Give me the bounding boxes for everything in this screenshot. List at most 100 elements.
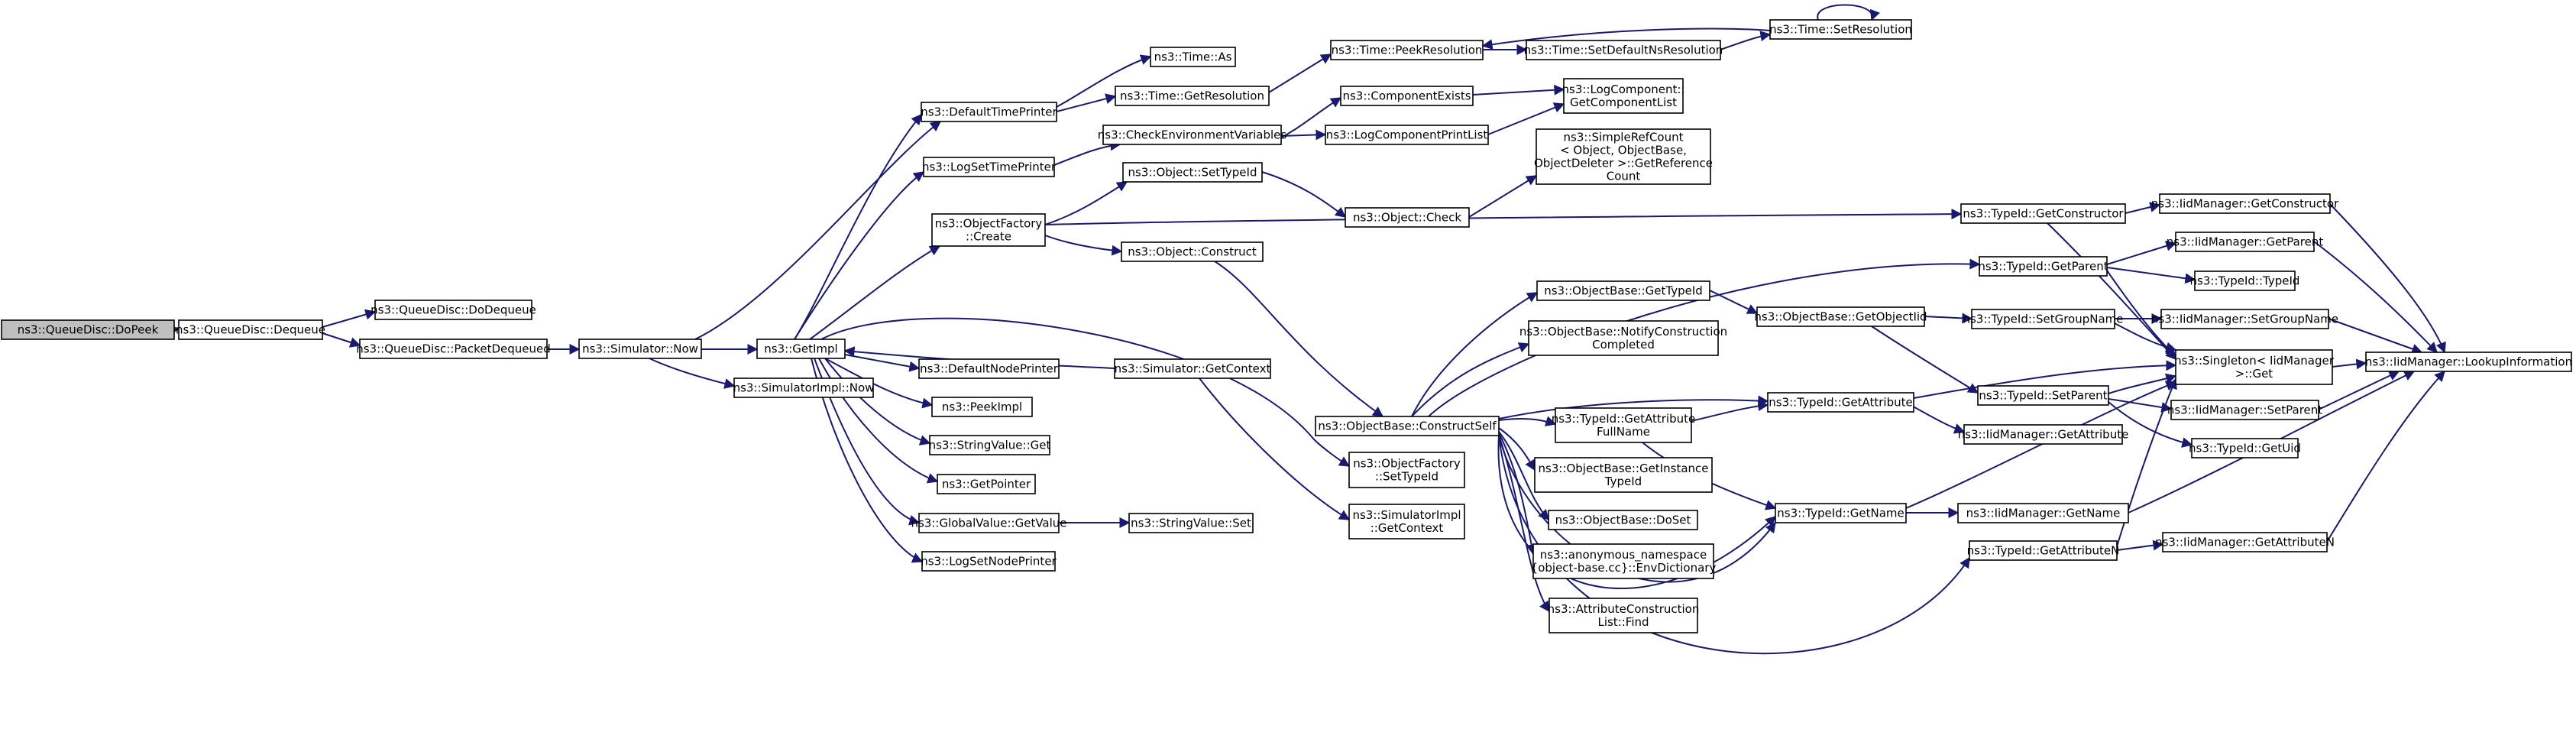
- function-node-iidgetattr[interactable]: ns3::IidManager::GetAttribute: [1958, 424, 2129, 445]
- node-box: [1348, 452, 1465, 488]
- function-node-tidsetparent[interactable]: ns3::TypeId::SetParent: [1977, 385, 2109, 406]
- call-edge: [1487, 102, 1565, 135]
- node-label: ns3::Simulator::GetContext: [1115, 362, 1271, 376]
- function-node-checkenv[interactable]: ns3::CheckEnvironmentVariables: [1098, 125, 1287, 145]
- node-label: ns3::ObjectBase::DoSet: [1555, 514, 1691, 527]
- function-node-tidgetctor[interactable]: ns3::TypeId::GetConstructor: [1960, 203, 2126, 224]
- function-node-tidgetattr[interactable]: ns3::TypeId::GetAttribute: [1767, 392, 1914, 413]
- node-label: >::Get: [2235, 367, 2273, 381]
- call-edge: [1498, 416, 1557, 426]
- function-node-obdoset[interactable]: ns3::ObjectBase::DoSet: [1548, 510, 1698, 530]
- call-edge: [2318, 371, 2400, 410]
- node-label: ns3::LogComponent::: [1562, 83, 1685, 96]
- call-edge: [1056, 93, 1117, 112]
- function-node-simimplnow[interactable]: ns3::SimulatorImpl::Now: [733, 377, 875, 398]
- function-node-timepeekres[interactable]: ns3::Time::PeekResolution: [1330, 40, 1484, 60]
- call-edge: [824, 358, 934, 409]
- function-node-dequeue[interactable]: ns3::QueueDisc::Dequeue: [176, 319, 325, 340]
- function-node-logcompgetlist[interactable]: ns3::LogComponent::GetComponentList: [1562, 78, 1685, 114]
- function-node-anonenv[interactable]: ns3::anonymous_namespace{object-base.cc}…: [1531, 543, 1717, 579]
- function-node-dopeek[interactable]: ns3::QueueDisc::DoPeek: [1, 319, 175, 340]
- function-node-objcheck[interactable]: ns3::Object::Check: [1345, 207, 1470, 228]
- function-node-objconstruct[interactable]: ns3::Object::Construct: [1121, 241, 1264, 262]
- function-node-timeas[interactable]: ns3::Time::As: [1150, 47, 1236, 67]
- call-edge: [2125, 202, 2161, 214]
- node-box: [1102, 125, 1282, 145]
- function-node-timegetres[interactable]: ns3::Time::GetResolution: [1115, 86, 1270, 106]
- function-node-setdefaultns[interactable]: ns3::Time::SetDefaultNsResolution: [1524, 40, 1723, 60]
- node-label: ns3::Object::Construct: [1128, 245, 1257, 259]
- function-node-simnow[interactable]: ns3::Simulator::Now: [578, 339, 702, 359]
- node-label: ns3::ObjectBase::NotifyConstruction: [1519, 325, 1727, 339]
- node-box: [1536, 280, 1710, 301]
- function-node-ofsettypeid[interactable]: ns3::ObjectFactory::SetTypeId: [1348, 452, 1465, 488]
- function-node-logcompprintlist[interactable]: ns3::LogComponentPrintList: [1325, 125, 1489, 145]
- function-node-tidgetparent[interactable]: ns3::TypeId::GetParent: [1978, 256, 2108, 277]
- function-node-stringvalueset[interactable]: ns3::StringValue::Set: [1128, 513, 1254, 533]
- call-edge: [794, 171, 925, 340]
- function-node-logsettimeprinter[interactable]: ns3::LogSetTimePrinter: [922, 157, 1057, 177]
- function-node-tidgetattrn[interactable]: ns3::TypeId::GetAttributeN: [1967, 540, 2120, 561]
- node-box: [2191, 438, 2299, 458]
- function-node-tidgetuid[interactable]: ns3::TypeId::GetUid: [2189, 438, 2301, 458]
- node-label: ns3::IidManager::LookupInformation: [2365, 355, 2572, 369]
- function-node-obnotify[interactable]: ns3::ObjectBase::NotifyConstructionCompl…: [1519, 320, 1727, 356]
- call-edge: [1044, 209, 1963, 225]
- function-node-simplerefcount[interactable]: ns3::SimpleRefCount< Object, ObjectBase,…: [1534, 128, 1713, 185]
- function-node-iidsetparent[interactable]: ns3::IidManager::SetParent: [2167, 400, 2322, 420]
- function-node-iidgetparent[interactable]: ns3::IidManager::GetParent: [2167, 232, 2324, 252]
- node-label: ::SetTypeId: [1375, 470, 1438, 484]
- call-edge: [1261, 171, 1347, 218]
- function-node-obgettypeid[interactable]: ns3::ObjectBase::GetTypeId: [1536, 280, 1710, 301]
- node-box: [937, 474, 1036, 494]
- function-node-singleton[interactable]: ns3::Singleton< IidManager>::Get: [2174, 349, 2335, 385]
- node-box: [923, 157, 1055, 177]
- function-node-obcs[interactable]: ns3::ObjectBase::ConstructSelf: [1315, 416, 1500, 436]
- function-node-obgetobjtid[interactable]: ns3::ObjectBase::GetObjectIid: [1754, 306, 1927, 327]
- function-node-globalvalueget[interactable]: ns3::GlobalValue::GetValue: [911, 513, 1067, 533]
- function-node-iidgetname[interactable]: ns3::IidManager::GetName: [1957, 503, 2129, 523]
- function-node-simimplgetctx[interactable]: ns3::SimulatorImpl::GetContext: [1348, 504, 1465, 539]
- function-node-peekimpl[interactable]: ns3::PeekImpl: [931, 397, 1033, 417]
- function-node-defaultnodeprinter[interactable]: ns3::DefaultNodePrinter: [918, 358, 1060, 379]
- node-box: [1548, 510, 1698, 530]
- call-edge: [1498, 427, 1536, 471]
- function-node-tidsetgroup[interactable]: ns3::TypeId::SetGroupName: [1963, 309, 2124, 329]
- function-node-tidtypeid[interactable]: ns3::TypeId::TypeId: [2190, 271, 2300, 291]
- node-label: ns3::SimpleRefCount: [1564, 131, 1684, 144]
- function-node-iidsetgroup[interactable]: ns3::IidManager::SetGroupName: [2151, 309, 2338, 329]
- node-label: Count: [1607, 170, 1641, 183]
- function-node-stringvalueget[interactable]: ns3::StringValue::Get: [929, 435, 1051, 455]
- function-node-ofcreate[interactable]: ns3::ObjectFactory::Create: [931, 213, 1046, 247]
- node-box: [1128, 513, 1254, 533]
- node-box: [1563, 78, 1684, 114]
- node-box: [1977, 385, 2109, 406]
- node-label: ns3::ComponentExists: [1342, 89, 1471, 103]
- node-box: [918, 358, 1060, 379]
- function-node-iidgetctor[interactable]: ns3::IidManager::GetConstructor: [2151, 193, 2339, 214]
- function-node-tidgetname[interactable]: ns3::TypeId::GetName: [1775, 503, 1907, 523]
- call-edge: [1498, 433, 1537, 556]
- function-node-simgetcontext[interactable]: ns3::Simulator::GetContext: [1114, 358, 1271, 379]
- node-label: ns3::QueueDisc::PacketDequeued: [356, 342, 551, 356]
- function-node-getpointer[interactable]: ns3::GetPointer: [937, 474, 1036, 494]
- function-node-lookup[interactable]: ns3::IidManager::LookupInformation: [2365, 352, 2572, 372]
- node-box: [1979, 256, 2108, 277]
- function-node-logsetnodeprinter[interactable]: ns3::LogSetNodePrinter: [921, 551, 1057, 572]
- node-label: ns3::TypeId::GetAttribute: [1769, 396, 1912, 410]
- function-node-getimpl[interactable]: ns3::GetImpl: [756, 339, 846, 359]
- call-edge: [2106, 241, 2177, 265]
- function-node-iidgetattrn[interactable]: ns3::IidManager::GetAttributeN: [2155, 532, 2335, 552]
- function-node-compexists[interactable]: ns3::ComponentExists: [1340, 86, 1474, 106]
- node-label: ObjectDeleter >::GetReference: [1534, 157, 1713, 170]
- node-box: [1, 319, 175, 340]
- node-box: [1348, 504, 1465, 539]
- function-node-objsettypeid[interactable]: ns3::Object::SetTypeId: [1122, 162, 1263, 183]
- function-node-defaulttimeprinter[interactable]: ns3::DefaultTimePrinter: [921, 102, 1058, 122]
- function-node-timesetres[interactable]: ns3::Time::SetResolution: [1769, 19, 1912, 40]
- function-node-dodequeue[interactable]: ns3::QueueDisc::DoDequeue: [371, 300, 536, 320]
- function-node-packetdequeued[interactable]: ns3::QueueDisc::PacketDequeued: [356, 339, 551, 359]
